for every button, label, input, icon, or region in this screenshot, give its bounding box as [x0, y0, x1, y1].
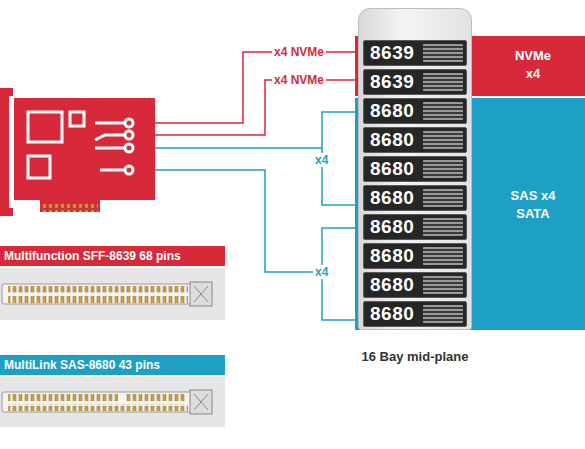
drive-grille	[423, 73, 463, 91]
pcie-card	[0, 88, 155, 216]
wire-label: x4	[313, 265, 330, 279]
drive-enclosure: 16 Bay mid-plane863986398680868086808680…	[358, 8, 472, 330]
caption: 16 Bay mid-plane	[329, 349, 501, 364]
drive-grille	[423, 189, 463, 207]
drive-grille	[423, 247, 463, 265]
drive-bay: 8680	[363, 272, 467, 298]
band-label: SATA	[485, 206, 581, 221]
connector-8680	[0, 377, 225, 427]
drive-bay: 8680	[363, 185, 467, 211]
drive-bay: 8680	[363, 98, 467, 124]
drive-grille	[423, 276, 463, 294]
band-label: NVMe	[485, 48, 581, 63]
drive-bay: 8680	[363, 243, 467, 269]
bay-number: 8680	[364, 245, 414, 267]
band-label: Multifunction SFF-8639 68 pins	[4, 249, 181, 263]
bay-number: 8680	[364, 216, 414, 238]
bay-number: 8680	[364, 129, 414, 151]
drive-bay: 8639	[363, 40, 467, 66]
bay-number: 8680	[364, 187, 414, 209]
drive-bay: 8680	[363, 214, 467, 240]
drive-bay: 8680	[363, 127, 467, 153]
bay-number: 8680	[364, 100, 414, 122]
bay-number: 8680	[364, 303, 414, 325]
connector-8639	[0, 268, 225, 320]
drive-bay: 8680	[363, 301, 467, 327]
bay-number: 8680	[364, 274, 414, 296]
wire-label: x4	[313, 153, 330, 167]
drive-grille	[423, 131, 463, 149]
drive-grille	[423, 218, 463, 236]
drive-bay: 8680	[363, 156, 467, 182]
band-label: x4	[485, 66, 581, 81]
band-label: MultiLink SAS-8680 43 pins	[4, 358, 160, 372]
band-label: SAS x4	[485, 188, 581, 203]
bay-number: 8680	[364, 158, 414, 180]
bay-number: 8639	[364, 42, 414, 64]
drive-grille	[423, 102, 463, 120]
wire-label: x4 NVMe	[272, 73, 326, 87]
drive-grille	[423, 305, 463, 323]
connector-header: Multifunction SFF-8639 68 pins	[0, 246, 225, 266]
drive-grille	[423, 44, 463, 62]
drive-bay: 8639	[363, 69, 467, 95]
drive-grille	[423, 160, 463, 178]
wire-label: x4 NVMe	[272, 45, 326, 59]
bay-number: 8639	[364, 71, 414, 93]
connector-header: MultiLink SAS-8680 43 pins	[0, 355, 225, 375]
